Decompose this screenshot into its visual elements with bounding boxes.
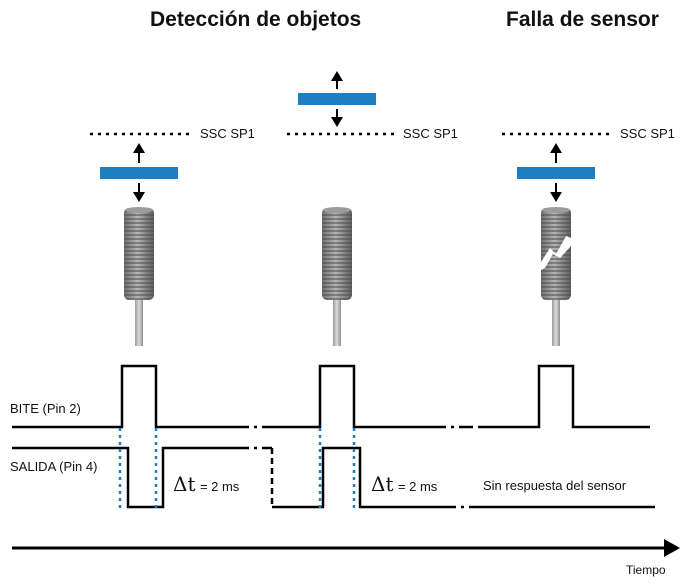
arrow-down-icon [133, 183, 145, 202]
arrow-down-icon [550, 183, 562, 202]
arrow-down-icon [331, 109, 343, 127]
target-plate-1 [100, 167, 178, 179]
delay-markers [118, 428, 356, 508]
sensor-icon [124, 207, 154, 346]
delta-t-symbol: Δt [371, 472, 394, 496]
output-signal-label: SALIDA (Pin 4) [10, 459, 98, 474]
threshold-label: SSC SP1 [620, 126, 675, 141]
threshold-label: SSC SP1 [200, 126, 255, 141]
title-sensor-failure: Falla de sensor [506, 8, 659, 31]
output-signal [12, 446, 655, 509]
delay-annotation-2: Δt = 2 ms [371, 472, 437, 496]
no-response-label: Sin respuesta del sensor [483, 478, 627, 493]
arrow-up-icon [133, 143, 145, 163]
time-axis [12, 539, 680, 557]
arrow-up-icon [331, 71, 343, 89]
bite-signal [12, 364, 650, 429]
delay-value: = 2 ms [397, 479, 438, 494]
target-plate-3 [517, 167, 595, 179]
delta-t-symbol: Δt [173, 472, 196, 496]
sensor-icon [322, 207, 352, 346]
crack-icon [541, 236, 571, 270]
delay-value: = 2 ms [199, 479, 240, 494]
threshold-label: SSC SP1 [403, 126, 458, 141]
delay-annotation-1: Δt = 2 ms [173, 472, 239, 496]
time-axis-label: Tiempo [626, 563, 666, 577]
bite-signal-label: BITE (Pin 2) [10, 401, 81, 416]
arrow-up-icon [550, 143, 562, 163]
target-plate-2 [298, 93, 376, 105]
title-object-detection: Detección de objetos [150, 8, 362, 31]
broken-sensor-icon [541, 207, 571, 346]
